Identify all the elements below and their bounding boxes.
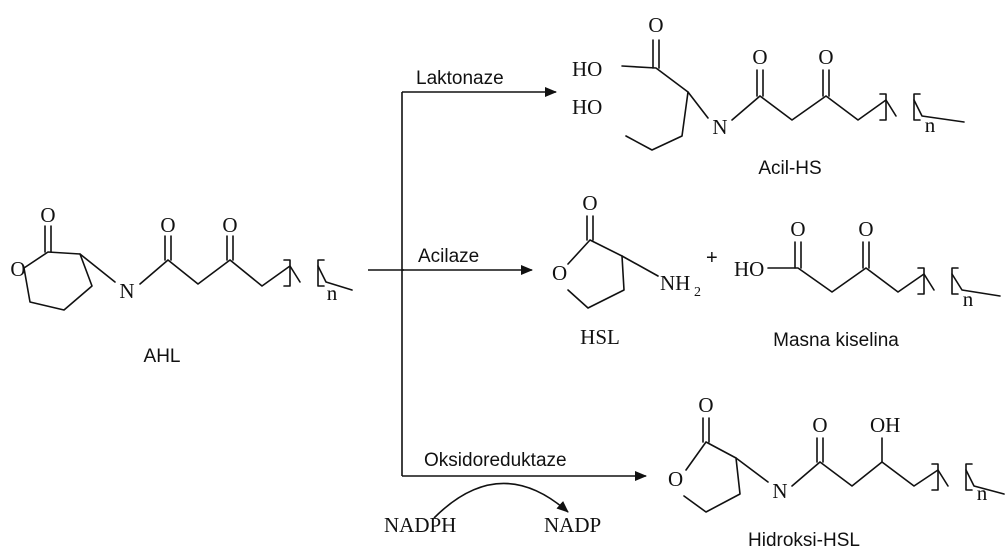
acil-hs-structure: O HO HO N O O n Acil-HS xyxy=(572,13,965,179)
acil-hs-atom-ho-acid: HO xyxy=(572,57,602,81)
ahl-label: AHL xyxy=(144,346,181,367)
masna-acid-carbonyl xyxy=(794,241,802,269)
ahl-atom-o-keto: O xyxy=(222,213,237,237)
masna-bracket-left xyxy=(917,267,925,295)
acil-hs-bracket-left xyxy=(879,93,887,121)
hidroksi-subscript-n: n xyxy=(977,481,988,505)
ahl-atom-n: N xyxy=(119,279,134,303)
masna-bracket-right xyxy=(951,267,959,295)
hsl-atom-o-carbonyl: O xyxy=(582,191,597,215)
hsl-ring-bonds xyxy=(567,239,625,309)
ahl-structure: O O N O O n AHL xyxy=(10,203,353,367)
plus-sign: + xyxy=(706,247,718,269)
masna-keto-carbonyl xyxy=(862,241,870,269)
acil-hs-main-chain xyxy=(621,65,965,123)
masna-atom-o-acid: O xyxy=(790,217,805,241)
acil-hs-side-chain xyxy=(625,91,689,151)
hidroksi-atom-o-carbonyl: O xyxy=(698,393,713,417)
hidroksi-atom-o-amide: O xyxy=(812,413,827,437)
acil-hs-keto-carbonyl xyxy=(822,69,830,97)
hidroksi-atom-oh: OH xyxy=(870,413,900,437)
arrow-cofactor-curve xyxy=(433,482,569,519)
ahl-keto-carbonyl xyxy=(226,235,234,261)
hidroksi-amide-carbonyl xyxy=(816,437,824,463)
cofactor-nadp: NADP xyxy=(544,513,601,537)
acil-hs-atom-n: N xyxy=(712,115,727,139)
acil-hs-subscript-n: n xyxy=(925,113,936,137)
arrows xyxy=(368,87,647,519)
hsl-amine-bond xyxy=(621,255,659,277)
hsl-label: HSL xyxy=(580,325,620,349)
acil-hs-amide-carbonyl xyxy=(756,69,764,97)
hidroksi-hsl-structure: O O N O OH n Hidroksi-HSL xyxy=(668,393,1005,551)
acil-hs-acid-carbonyl xyxy=(652,39,660,69)
masna-atom-o-keto: O xyxy=(858,217,873,241)
ahl-atom-o-amide: O xyxy=(160,213,175,237)
masna-atom-ho: HO xyxy=(734,257,764,281)
enzyme-oksidoreduktaze: Oksidoreduktaze xyxy=(424,450,567,471)
cofactor-nadph: NADPH xyxy=(384,513,456,537)
ahl-atom-o-carbonyl: O xyxy=(40,203,55,227)
masna-label: Masna kiselina xyxy=(773,330,899,351)
hsl-atom-subscript-2: 2 xyxy=(694,285,701,300)
hsl-structure: O O NH 2 HSL xyxy=(552,191,701,349)
hidroksi-hsl-label: Hidroksi-HSL xyxy=(748,530,860,551)
hidroksi-ring-carbonyl xyxy=(702,417,710,443)
hidroksi-atom-o-ring: O xyxy=(668,467,683,491)
acil-hs-bracket-right xyxy=(913,93,921,121)
hsl-ring-carbonyl xyxy=(586,215,594,241)
acil-hs-atom-o-keto: O xyxy=(818,45,833,69)
acil-hs-label: Acil-HS xyxy=(758,158,821,179)
acil-hs-atom-ho-side: HO xyxy=(572,95,602,119)
ahl-bracket-right xyxy=(317,259,325,287)
enzyme-laktonaze: Laktonaze xyxy=(416,68,504,89)
hsl-atom-nh: NH xyxy=(660,271,690,295)
acil-hs-atom-o-acid: O xyxy=(648,13,663,37)
ahl-subscript-n: n xyxy=(327,281,338,305)
enzyme-acilaze: Acilaze xyxy=(418,246,479,267)
masna-kiselina-structure: HO O O n Masna kiselina xyxy=(734,217,1001,351)
acil-hs-atom-o-amide: O xyxy=(752,45,767,69)
hidroksi-ring-bonds xyxy=(683,441,741,513)
ahl-ring-bonds xyxy=(23,251,93,311)
masna-subscript-n: n xyxy=(963,287,974,311)
ahl-ring-carbonyl xyxy=(44,225,52,253)
hidroksi-atom-n: N xyxy=(772,479,787,503)
ahl-bracket-left xyxy=(283,259,291,287)
hidroksi-bracket-right xyxy=(965,463,973,491)
hsl-atom-o-ring: O xyxy=(552,261,567,285)
ahl-atom-o-ring: O xyxy=(10,257,25,281)
ahl-amide-carbonyl xyxy=(164,235,172,261)
hidroksi-bracket-left xyxy=(931,463,939,491)
